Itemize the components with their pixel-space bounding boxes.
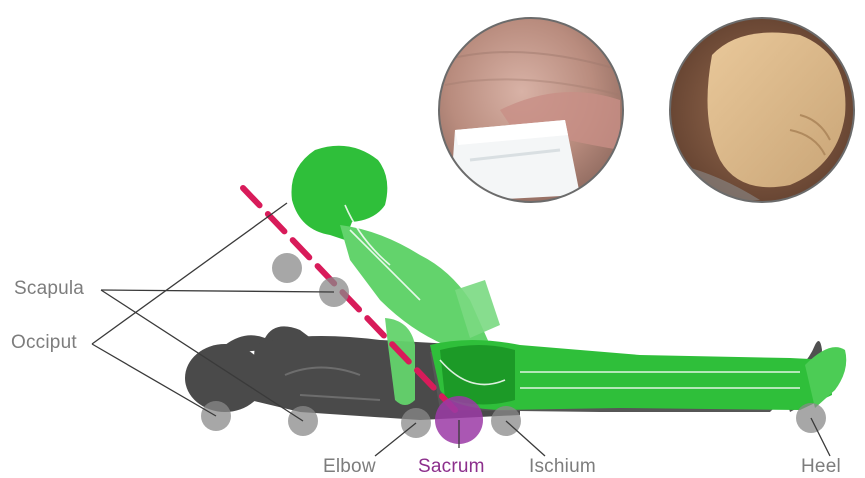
label-sacrum: Sacrum	[418, 456, 485, 478]
label-occiput: Occiput	[11, 332, 77, 354]
label-ischium: Ischium	[529, 456, 596, 478]
label-scapula: Scapula	[14, 278, 84, 300]
label-heel: Heel	[801, 456, 841, 478]
heel-dressing-photo-icon	[670, 18, 854, 205]
label-elbow: Elbow	[323, 456, 376, 478]
sacral-dressing-photo-icon	[439, 18, 623, 202]
pressure-marker-occiput-seated	[272, 253, 302, 283]
